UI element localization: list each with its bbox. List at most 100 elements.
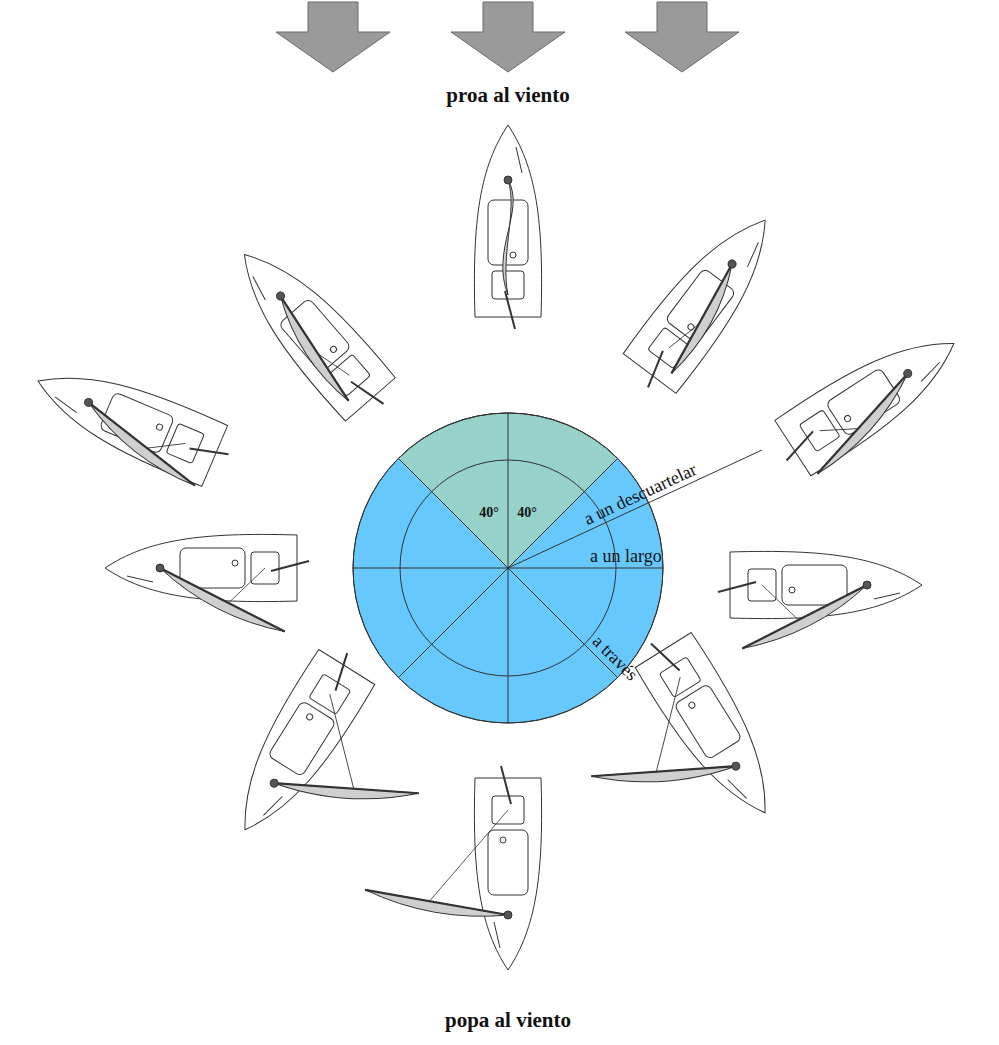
sail <box>265 296 362 403</box>
jib-sheet <box>53 397 79 413</box>
hull <box>623 200 792 394</box>
hatch <box>500 837 506 843</box>
tiller <box>718 582 756 592</box>
mast <box>863 581 871 589</box>
jib-sheet <box>874 593 900 599</box>
mast <box>156 564 164 572</box>
jib-sheet <box>494 922 500 948</box>
sail <box>274 725 419 851</box>
sail <box>591 708 736 834</box>
sail <box>742 585 867 649</box>
hatch <box>156 423 164 431</box>
heading: proa al viento <box>446 83 569 107</box>
mast <box>726 258 737 269</box>
sail <box>503 180 513 295</box>
hatch <box>306 713 314 721</box>
hull <box>219 232 396 421</box>
hull <box>775 315 973 476</box>
sailboat <box>365 766 541 970</box>
tiller <box>640 351 671 387</box>
boom <box>274 725 419 851</box>
tiller <box>501 766 511 804</box>
tiller <box>351 375 383 410</box>
boom <box>658 264 746 373</box>
sail <box>798 373 926 473</box>
wind-arrow <box>276 2 390 72</box>
mast <box>902 368 913 379</box>
jib-sheet <box>516 147 522 173</box>
jib-sheet <box>918 362 943 381</box>
mainsheet <box>820 413 858 447</box>
hatch <box>843 414 851 422</box>
mainsheet <box>762 585 798 620</box>
sailboat <box>616 200 792 403</box>
mainsheet <box>229 568 265 603</box>
tiller <box>271 561 309 571</box>
mainsheet <box>429 810 508 901</box>
hatch <box>688 701 696 709</box>
sailboat <box>718 551 922 648</box>
mainsheet <box>318 347 349 381</box>
hull <box>474 125 541 317</box>
sailboat <box>219 232 404 430</box>
hull <box>217 649 376 847</box>
jib-sheet <box>248 276 270 300</box>
mainsheet <box>294 694 390 789</box>
boom <box>798 373 926 473</box>
hull <box>25 350 228 487</box>
hull <box>474 778 541 970</box>
mast <box>730 761 741 772</box>
sailboat <box>764 315 972 484</box>
mast <box>504 176 512 184</box>
mast <box>269 778 280 789</box>
sail <box>365 890 508 916</box>
hatch <box>232 560 238 566</box>
wind-arrows <box>276 2 739 72</box>
mast <box>83 397 93 407</box>
cabin <box>268 700 336 776</box>
hatch <box>329 345 337 353</box>
hatch <box>789 587 795 593</box>
boom <box>160 568 285 632</box>
boom <box>742 585 867 649</box>
mainsheet <box>620 677 716 772</box>
dial-outline <box>353 413 663 723</box>
sail <box>658 264 749 375</box>
mast <box>504 911 512 919</box>
angle-label: 40° <box>517 505 537 521</box>
tiller <box>505 291 515 329</box>
wind-arrow <box>625 2 739 72</box>
hatch <box>510 252 516 258</box>
jib-sheet <box>127 576 153 582</box>
sailboat <box>217 639 462 898</box>
cabin <box>488 830 528 895</box>
sailboat <box>105 534 309 631</box>
sail <box>160 568 285 632</box>
course-label: a un largo <box>590 546 662 567</box>
mainsheet <box>147 430 185 461</box>
descuartelar-line <box>508 450 762 568</box>
mast <box>275 290 286 301</box>
sailboat <box>24 350 239 493</box>
boom <box>365 890 508 915</box>
boom <box>267 296 361 401</box>
tiller <box>651 638 680 676</box>
footer-heading: popa al viento <box>445 1008 571 1032</box>
sail <box>75 402 209 485</box>
boom <box>75 402 209 485</box>
hull <box>635 632 794 830</box>
tiller <box>190 439 229 463</box>
tiller <box>781 431 818 460</box>
sailboat <box>474 125 541 329</box>
angle-label: 40° <box>479 505 499 521</box>
boats <box>24 125 973 970</box>
jib-sheet <box>263 793 282 818</box>
cabin <box>674 683 742 759</box>
jib-sheet <box>743 243 763 267</box>
sailboat <box>548 622 793 881</box>
tiller <box>327 653 356 691</box>
mainsheet <box>669 318 699 353</box>
boom <box>591 708 736 834</box>
